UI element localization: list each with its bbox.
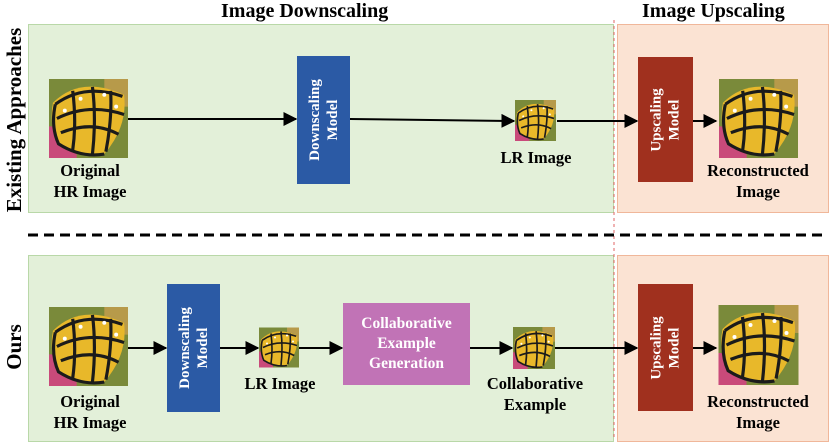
original-hr-caption-existing: Original HR Image [53, 161, 127, 201]
downscaling-model-label: Downscaling Model [306, 79, 341, 161]
upscaling-model-label: Upscaling Model [648, 87, 683, 152]
reconstructed-image-existing [717, 79, 800, 158]
upscaling-model-label: Upscaling Model [648, 315, 683, 380]
reconstructed-caption-ours: Reconstructed Image [707, 392, 809, 432]
collaborative-example-caption: Collaborative Example [486, 374, 584, 414]
lr-image-caption-existing: LR Image [500, 148, 572, 167]
collaborative-example-image [513, 327, 555, 369]
original-hr-image-ours [49, 307, 128, 386]
lr-image-ours [259, 327, 299, 368]
original-hr-caption-ours: Original HR Image [53, 392, 127, 432]
upscaling-model-box-existing: Upscaling Model [638, 57, 693, 182]
reconstructed-caption-existing: Reconstructed Image [707, 161, 809, 201]
upscaling-model-box-ours: Upscaling Model [638, 284, 693, 411]
downscaling-model-box-existing: Downscaling Model [297, 56, 350, 184]
upscaling-title: Image Upscaling [642, 0, 785, 22]
collaborative-example-generation-box: Collaborative Example Generation [343, 303, 470, 385]
downscaling-title: Image Downscaling [221, 0, 389, 22]
downscaling-model-box-ours: Downscaling Model [167, 284, 220, 412]
downscaling-model-label: Downscaling Model [176, 307, 211, 389]
lr-image-caption-ours: LR Image [244, 374, 316, 393]
reconstructed-image-ours [717, 305, 800, 385]
original-hr-image-existing [49, 79, 128, 158]
lr-image-existing [515, 100, 556, 141]
